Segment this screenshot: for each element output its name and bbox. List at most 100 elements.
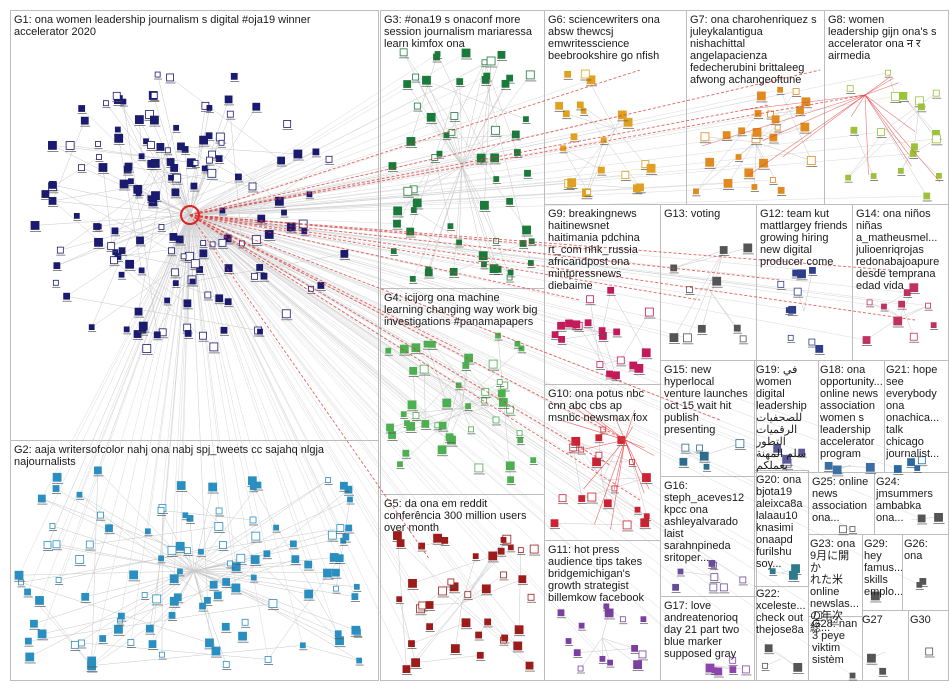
node-G3-55 — [492, 176, 501, 184]
red-edge-11 — [189, 214, 601, 251]
node-G5-39 — [514, 625, 526, 637]
cross-edge-G7-23 — [189, 89, 781, 216]
edge-G1-135 — [52, 120, 86, 202]
g8-red-edge-1 — [864, 94, 869, 175]
node-G15-4 — [678, 457, 689, 468]
node-G26-0 — [915, 581, 924, 590]
cross-edge-G4-19 — [189, 214, 511, 467]
group-box-G17 — [660, 596, 757, 681]
cross-edge-G2-88 — [79, 214, 191, 495]
node-G1-41 — [214, 294, 225, 305]
node-G5-9 — [425, 601, 436, 611]
edge-G5-36 — [487, 621, 518, 647]
group-label-G28: G28: nan 3 peye viktim sistèm — [812, 618, 858, 666]
cross-edge-G4-33 — [189, 214, 426, 425]
node-G3-12 — [409, 276, 418, 284]
node-G1-121 — [165, 73, 176, 84]
node-G1-95 — [180, 253, 189, 262]
edge-G9-11 — [561, 332, 603, 340]
node-G22-2 — [764, 644, 775, 655]
node-G13-0 — [739, 335, 749, 345]
cross-edge-G10-9 — [189, 214, 645, 523]
node-G4-6 — [480, 387, 491, 398]
node-G1-25 — [155, 143, 166, 153]
node-G3-21 — [436, 150, 445, 159]
node-G1-85 — [248, 182, 259, 193]
cross-edge-G3-46 — [189, 52, 467, 216]
node-G2-67 — [24, 652, 36, 664]
edge-G6-9 — [571, 128, 616, 183]
node-G1-145 — [339, 249, 350, 260]
group-box-G29 — [862, 534, 903, 611]
node-G2-50 — [104, 524, 115, 535]
node-G2-73 — [272, 524, 281, 533]
node-G15-2 — [734, 439, 746, 451]
edge-G3-35 — [453, 165, 463, 272]
node-G3-3 — [410, 207, 419, 215]
node-G1-143 — [97, 163, 109, 174]
cross-edge-G5-7 — [189, 214, 523, 580]
node-G12-9 — [793, 287, 804, 298]
node-G5-24 — [425, 623, 435, 632]
group-label-G8: G8: women leadership gijn ona's s accele… — [828, 14, 937, 62]
edge-G5-16 — [461, 602, 504, 641]
node-G1-106 — [264, 230, 276, 241]
node-G2-92 — [226, 560, 235, 569]
node-G2-63 — [249, 516, 259, 526]
node-G11-1 — [604, 608, 616, 620]
node-G2-83 — [329, 553, 341, 564]
edge-G3-50 — [446, 135, 463, 167]
edge-G1-142 — [171, 140, 204, 251]
node-G10-9 — [639, 518, 651, 530]
node-G1-128 — [169, 164, 180, 174]
node-G2-52 — [331, 568, 342, 579]
group-label-G2: G2: aaja writersofcolor nahj ona nabj sp… — [14, 444, 325, 468]
node-G2-2 — [213, 591, 224, 602]
node-G4-15 — [464, 403, 473, 411]
node-G8-6 — [890, 92, 902, 103]
node-G2-3 — [264, 656, 274, 665]
edge-G2-43 — [193, 510, 220, 572]
edge-G1-69 — [138, 150, 169, 312]
edge-G11-9 — [601, 637, 638, 665]
node-G17-3 — [705, 663, 717, 675]
node-G16-6 — [707, 560, 717, 569]
node-G5-14 — [395, 596, 404, 605]
edge-G2-93 — [91, 645, 303, 666]
group-label-G3: G3: #ona19 s onaconf more session journa… — [384, 14, 532, 50]
node-G2-16 — [218, 541, 229, 551]
group-label-G23: G23: ona 9月に開か れた米 online newslas... の年次… — [810, 538, 859, 634]
group-label-G17: G17: love andreatenorioq day 21 part two… — [664, 600, 740, 660]
node-G1-35 — [48, 181, 59, 191]
node-G2-22 — [231, 562, 243, 574]
node-G23-1 — [830, 616, 840, 626]
node-G2-76 — [113, 624, 125, 636]
node-G1-142 — [167, 247, 177, 257]
edge-G2-109 — [52, 525, 195, 572]
node-G1-110 — [256, 328, 265, 337]
g10-red-edge-12 — [624, 439, 655, 456]
cross-edge-G2-35 — [130, 214, 191, 643]
node-G5-30 — [483, 618, 493, 628]
node-G6-13 — [646, 163, 658, 175]
edge-G2-83 — [193, 557, 335, 572]
node-G5-7 — [517, 575, 528, 586]
node-G11-3 — [598, 655, 607, 664]
edge-G3-40 — [428, 165, 463, 270]
node-G1-139 — [146, 195, 155, 204]
node-G9-3 — [595, 361, 605, 370]
node-G4-22 — [438, 421, 449, 432]
group-label-G22: G22: xceleste... check out thejose8a — [756, 588, 806, 636]
cross-edge-G5-15 — [189, 214, 487, 589]
node-G1-16 — [224, 264, 235, 274]
edge-G9-18 — [587, 322, 610, 375]
node-G6-20 — [580, 69, 592, 81]
node-G9-19 — [598, 327, 608, 336]
node-G1-29 — [157, 224, 166, 232]
edge-G14-6 — [901, 304, 914, 337]
node-G1-17 — [118, 271, 127, 280]
node-G5-35 — [474, 631, 484, 641]
edge-G1-5 — [184, 149, 191, 216]
node-G1-89 — [47, 140, 59, 152]
node-G2-108 — [250, 531, 262, 543]
